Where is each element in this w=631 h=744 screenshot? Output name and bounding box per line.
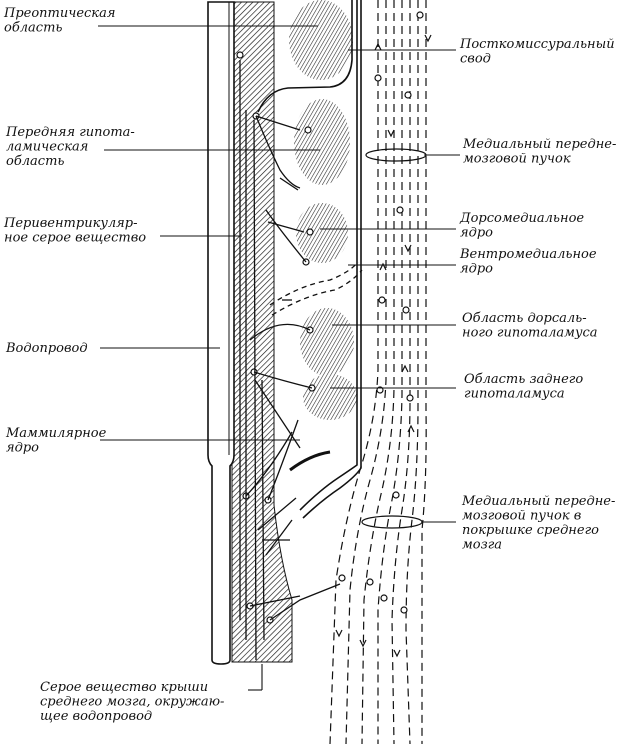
label-posterior-hypothalamic-area-line-2: гипоталамуса	[464, 387, 565, 402]
label-aqueduct-line-1: Водопровод	[5, 341, 88, 356]
label-mfb-midbrain-tegmentum-line-3: покрышке среднего	[462, 523, 599, 538]
leader-lines	[98, 25, 460, 691]
label-anterior-hypothalamic-area-line-3: область	[6, 154, 64, 169]
label-mfb-midbrain-tegmentum-line-4: мозга	[462, 538, 502, 553]
label-dorsal-hypothalamic-area: Область дорсаль-ного гипоталамуса	[462, 311, 598, 341]
label-periventricular-gray-line-2: ное серое вещество	[4, 231, 146, 246]
label-preoptic-area-line-2: область	[4, 21, 62, 36]
neuron-fibres	[239, 60, 341, 661]
label-posterior-hypothalamic-area-line-1: Область заднего	[464, 372, 583, 387]
label-medial-forebrain-bundle: Медиальный передне-мозговой пучок	[462, 137, 616, 167]
label-midbrain-central-gray-line-2: среднего мозга, окружаю-	[40, 695, 224, 710]
label-ventromedial-nucleus-line-2: ядро	[460, 262, 493, 277]
label-midbrain-central-gray-line-1: Серое вещество крыши	[40, 680, 208, 695]
medial-forebrain-bundle-fibres	[329, 0, 427, 744]
label-periventricular-gray: Перивентрикуляр-ное серое вещество	[3, 216, 146, 246]
label-postcommissural-fornix-line-1: Посткомиссуральный	[459, 37, 615, 52]
label-periventricular-gray-line-1: Перивентрикуляр-	[3, 216, 137, 231]
fibre-arrows	[335, 34, 432, 658]
label-anterior-hypothalamic-area-line-2: ламическая	[6, 140, 88, 155]
label-dorsal-hypothalamic-area-line-2: ного гипоталамуса	[462, 326, 598, 341]
nuclei	[289, 0, 357, 420]
postcommissural-fornix	[257, 0, 362, 519]
label-mammillary-nucleus-line-2: ядро	[6, 441, 39, 456]
label-mfb-midbrain-tegmentum-line-1: Медиальный передне-	[461, 494, 615, 509]
dorsomedial-nucleus	[296, 203, 348, 263]
label-medial-forebrain-bundle-line-1: Медиальный передне-	[462, 137, 616, 152]
label-aqueduct: Водопровод	[5, 341, 88, 356]
label-medial-forebrain-bundle-line-2: мозговой пучок	[463, 152, 571, 167]
mfb-ring-upper	[365, 148, 427, 162]
mfb-ring-lower	[361, 515, 423, 529]
dashed-connections	[269, 261, 363, 316]
label-anterior-hypothalamic-area-line-1: Передняя гипота-	[5, 125, 135, 140]
label-postcommissural-fornix-line-2: свод	[460, 52, 491, 67]
label-mfb-midbrain-tegmentum-line-2: мозговой пучок в	[462, 509, 581, 524]
label-ventromedial-nucleus-line-1: Вентромедиальное	[459, 247, 597, 262]
posterior-hypothalamic-nucleus	[303, 374, 357, 420]
anterior-hypothalamic-nucleus	[294, 99, 350, 185]
label-dorsomedial-nucleus-line-1: Дорсомедиальное	[459, 211, 584, 226]
preoptic-nucleus	[289, 0, 353, 80]
label-mammillary-nucleus-line-1: Маммилярное	[5, 426, 107, 441]
label-preoptic-area-line-1: Преоптическая	[3, 6, 115, 21]
aqueduct-tube	[207, 1, 235, 665]
label-dorsomedial-nucleus-line-2: ядро	[460, 226, 493, 241]
label-dorsal-hypothalamic-area-line-1: Область дорсаль-	[462, 311, 587, 326]
label-midbrain-central-gray-line-3: щее водопровод	[40, 709, 152, 724]
dorsal-hypothalamic-nucleus	[300, 308, 354, 376]
